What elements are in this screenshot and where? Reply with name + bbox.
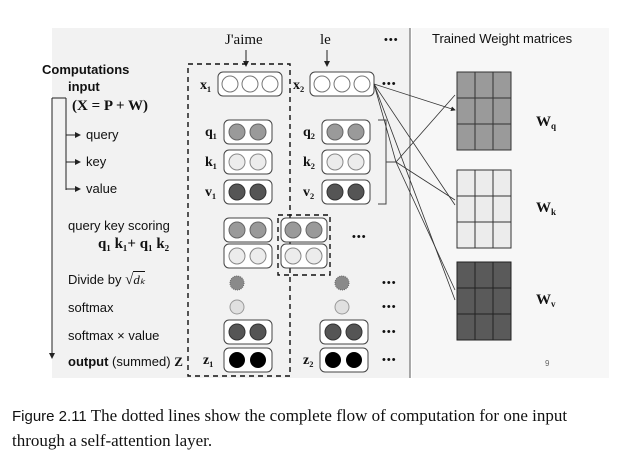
ellipsis-softmax: ••• [382,301,397,313]
softmax-value-label: softmax × value [68,328,160,343]
weights-title: Trained Weight matrices [432,31,573,46]
dk-symbol: dₖ [133,271,146,287]
wv-label: Wv [536,292,556,312]
wk-matrix [456,169,512,249]
wk-sub: k [551,207,557,217]
v2-label: v₂ [303,185,315,200]
self-attention-diagram: J'aime le ••• Trained Weight matrices Co… [42,28,573,378]
weight-connections [373,83,456,301]
computations-title: Computations [42,62,130,77]
word-jaime: J'aime [225,32,263,48]
page-number: 9 [545,359,550,368]
output-label: output (summed) Z [68,354,183,370]
ellipsis-x: ••• [382,78,397,90]
wq-w: W [536,114,551,130]
sqrt-symbol: √ [125,272,134,288]
caption-text: The dotted lines show the complete flow … [12,406,568,450]
output-rest: (summed) [112,354,171,369]
value-label: value [86,181,118,196]
x2-label: x₂ [293,78,305,93]
z2-label: z₂ [303,353,314,368]
q1-label: q₁ [205,125,217,140]
wk-label: Wk [536,200,556,220]
ellipsis-divide: ••• [382,277,397,289]
v1-label: v₁ [205,185,217,200]
q2-label: q₂ [303,125,315,140]
ellipsis-output: ••• [382,354,397,366]
scoring-formula: q₁ k₁+ q₁ k₂ [98,236,170,252]
softmax-2 [334,299,350,315]
dotted-score-outline [277,214,331,276]
caption-label: Figure 2.11 [12,408,87,425]
ellipsis-top: ••• [384,34,399,46]
divide-label: Divide by √dₖ [68,271,146,288]
wq-matrix [456,71,512,151]
divided-score-1 [229,275,245,291]
k2-label: k₂ [303,155,315,170]
divided-score-2 [334,275,350,291]
output-bold: output [68,354,109,369]
wq-label: Wq [536,114,556,134]
scoring-label: query key scoring [68,218,170,233]
figure-caption: Figure 2.11 The dotted lines show the co… [12,404,612,453]
divide-text: Divide by [68,272,122,287]
wv-sub: v [551,299,556,309]
ellipsis-score: ••• [352,231,367,243]
query-label: query [86,127,119,142]
wq-sub: q [551,121,557,131]
wv-w: W [536,292,551,308]
x1-label: x₁ [200,78,212,93]
wv-matrix [456,261,512,341]
wk-w: W [536,200,551,216]
input-label: input [68,79,100,94]
softmax-label: softmax [68,300,114,315]
softmax-1 [229,299,245,315]
word-le: le [320,32,331,48]
output-z: Z [174,354,183,369]
key-label: key [86,154,107,169]
ellipsis-weighted: ••• [382,326,397,338]
z1-label: z₁ [203,353,214,368]
k1-label: k₁ [205,155,217,170]
input-formula: (X = P + W) [72,98,148,114]
diagram-graphics [49,28,512,378]
